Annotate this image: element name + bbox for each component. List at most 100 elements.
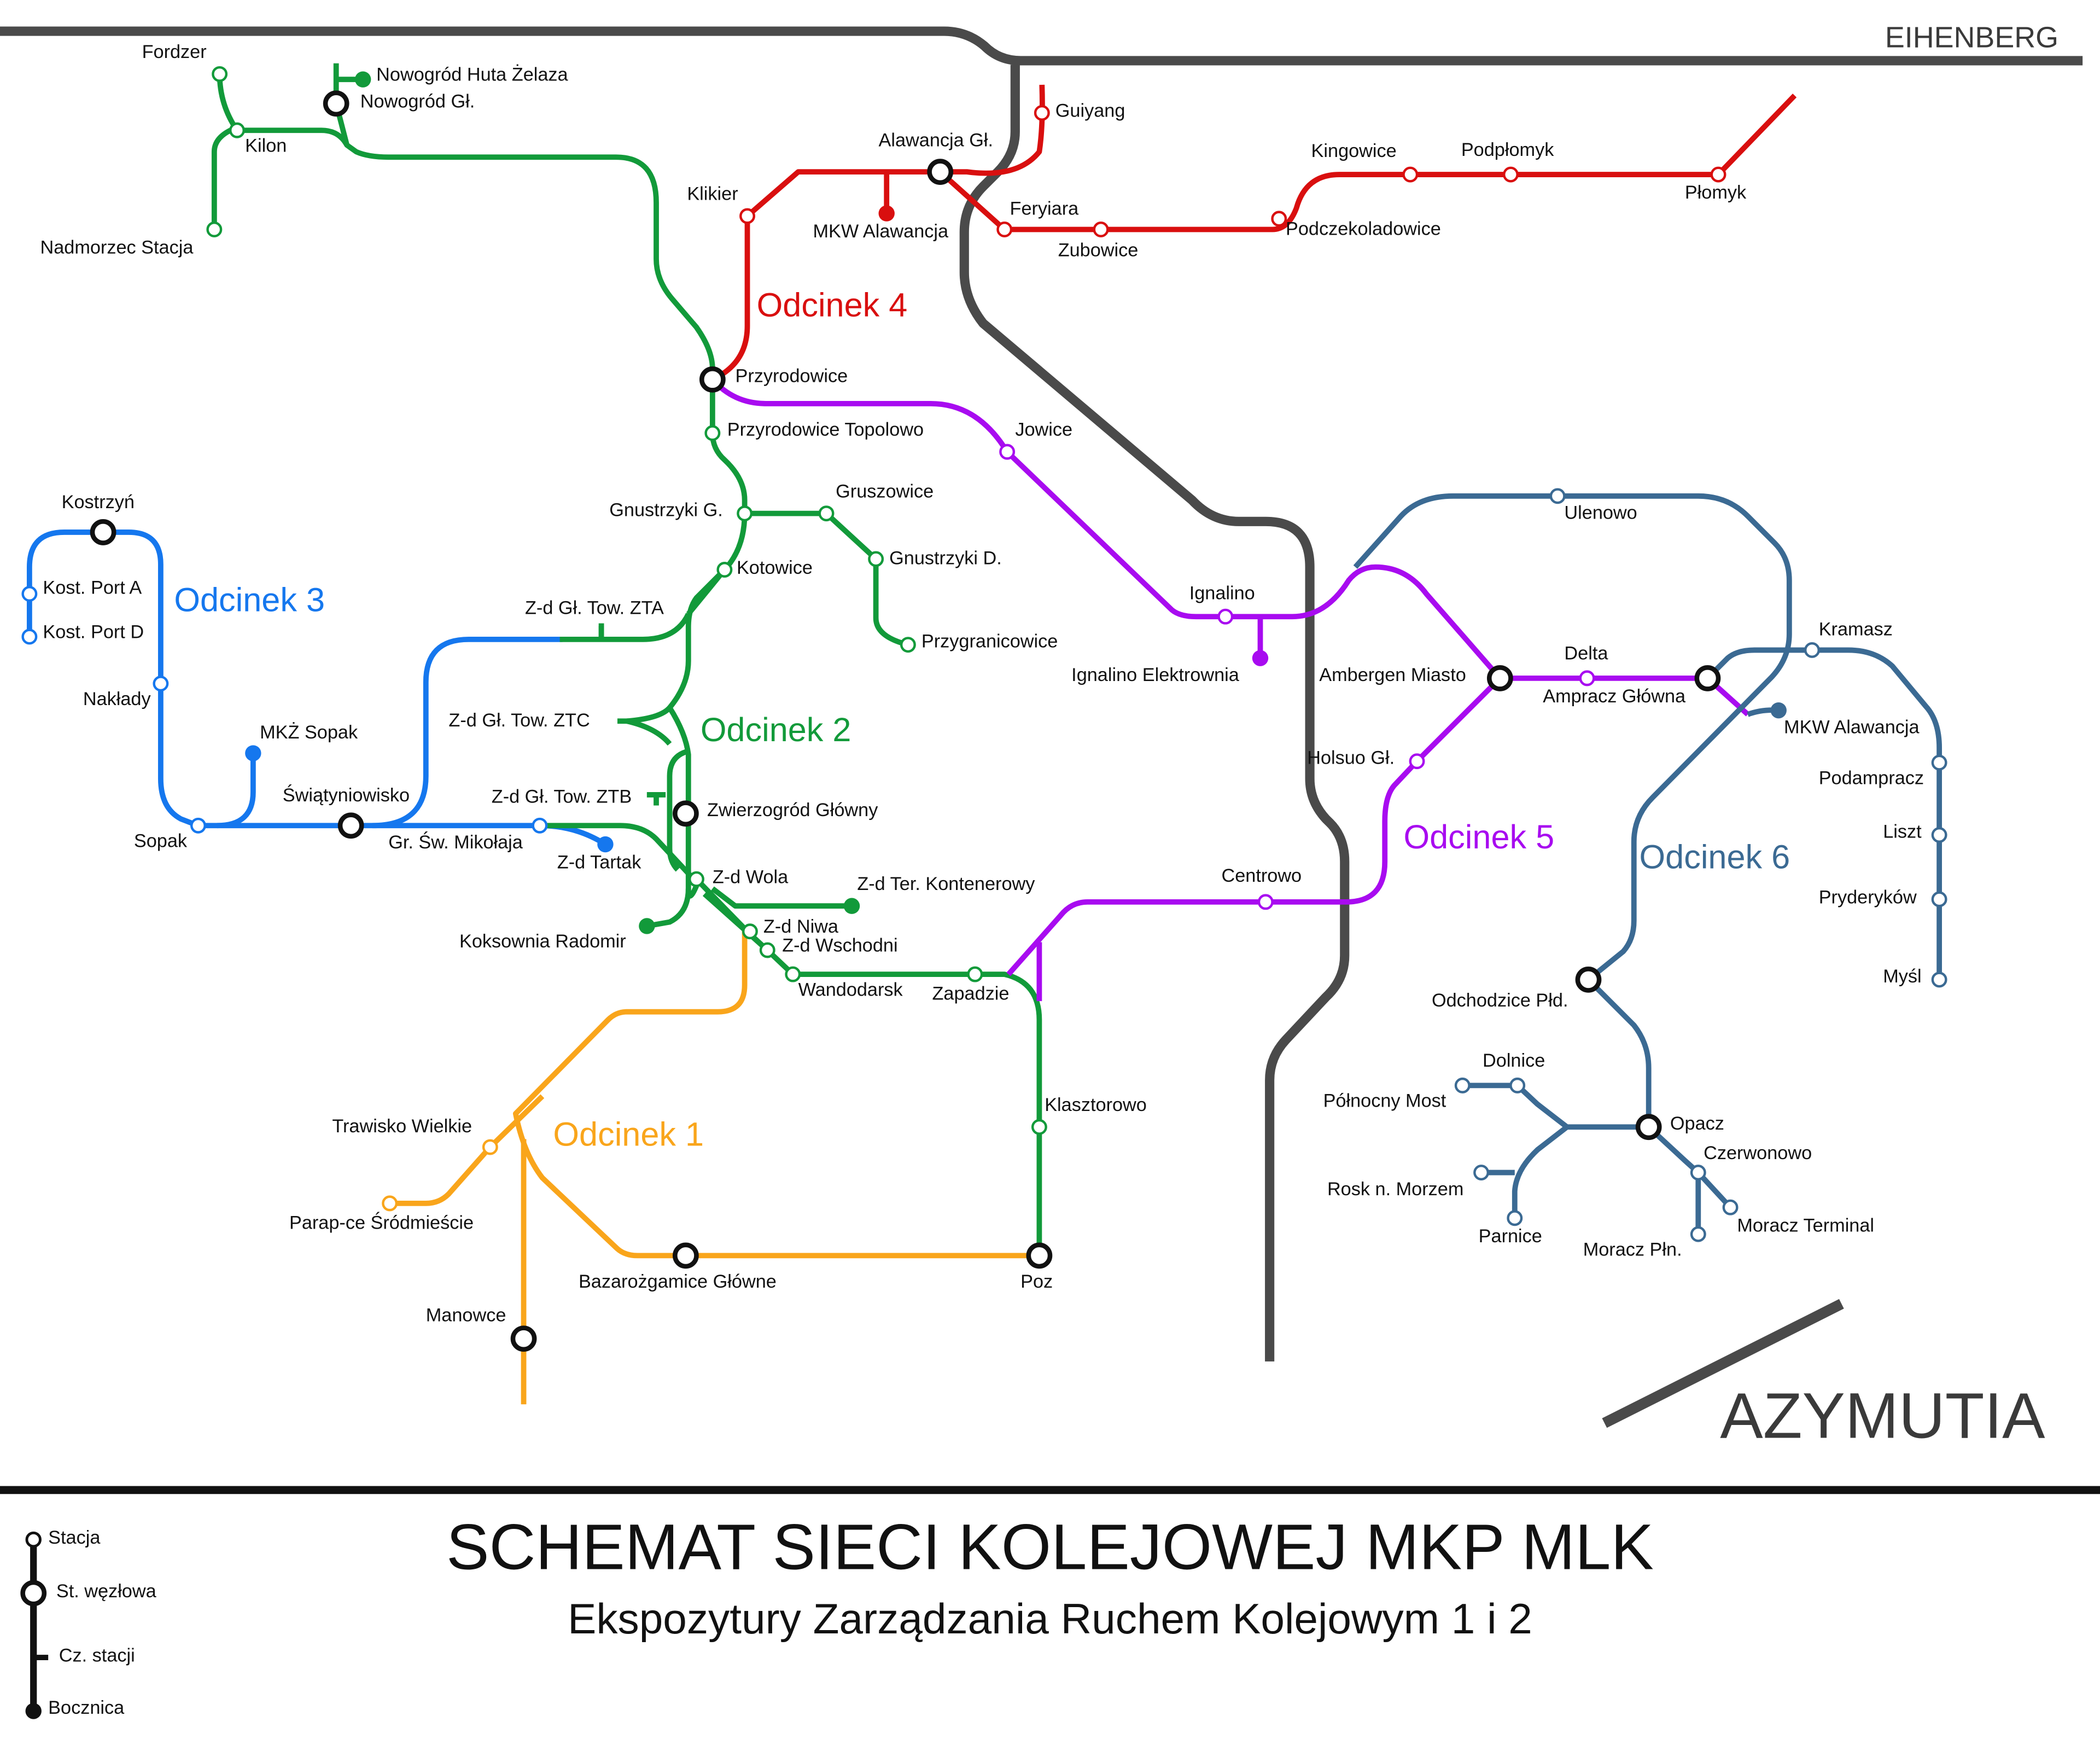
- station-marker-s1-parap-ce-srodmiescie: [382, 1195, 398, 1212]
- station-marker-s6-parnice: [1507, 1210, 1523, 1226]
- station-label-s5-delta: Delta: [1564, 643, 1608, 664]
- station-label-s4-klikier: Klikier: [687, 184, 738, 205]
- legend: Stacja St. węzłowa Cz. stacji Bocznica: [20, 1527, 157, 1719]
- station-label-s3-kost-port-a: Kost. Port A: [43, 578, 142, 598]
- station-marker-s2-gnustrzyki-g: [737, 505, 753, 522]
- external-eihenberg-label: EIHENBERG: [1885, 21, 2058, 54]
- station-label-s1-parap-ce-srodmiescie: Parap-ce Śródmieście: [289, 1211, 474, 1233]
- station-marker-s6-odchodzice-pld: [1575, 967, 1602, 993]
- station-marker-s2-nowogrod-gl: [323, 90, 349, 117]
- external-mainline: [0, 26, 2083, 1428]
- section-1-label: Odcinek 1: [553, 1116, 704, 1153]
- station-label-s4-feryiara: Feryiara: [1010, 199, 1080, 219]
- station-label-s4-podplomyk: Podpłomyk: [1461, 139, 1554, 160]
- station-label-s2-nadmorzec-stacja: Nadmorzec Stacja: [40, 237, 194, 258]
- station-label-s2-gnustrzyki-d: Gnustrzyki D.: [889, 548, 1002, 569]
- legend-platform-label: Cz. stacji: [59, 1645, 135, 1666]
- station-marker-s2-przyrodowice: [699, 366, 726, 393]
- station-marker-s2-zwierzogrod-glowny: [673, 800, 699, 827]
- station-label-s6-parnice: Parnice: [1479, 1226, 1542, 1247]
- station-marker-s2-z-d-wola: [689, 871, 704, 887]
- station-marker-s4-kingowice: [1402, 166, 1419, 183]
- station-marker-s1-trawisko-wielkie: [482, 1139, 498, 1155]
- station-label-s6-mkw-alawancja: MKW Alawancja: [1784, 717, 1920, 737]
- station-label-s6-odchodzice-pld: Odchodzice Płd.: [1432, 990, 1568, 1011]
- station-label-s2-kilon: Kilon: [245, 135, 287, 156]
- section-4-label: Odcinek 4: [757, 287, 908, 324]
- station-marker-s4-klikier: [739, 208, 755, 224]
- station-marker-s5-centrowo: [1257, 894, 1274, 910]
- station-marker-s6-pryderykow: [1931, 891, 1947, 907]
- station-marker-s6-moracz-pln: [1690, 1226, 1706, 1242]
- station-marker-s2-kilon: [229, 122, 245, 138]
- station-label-s6-opacz: Opacz: [1670, 1113, 1724, 1134]
- section-1-lines: [389, 928, 1040, 1405]
- station-label-s2-nowogrod-gl: Nowogród Gł.: [360, 91, 475, 112]
- station-label-s6-dolnice: Dolnice: [1483, 1050, 1545, 1071]
- station-marker-s4-plomyk: [1710, 166, 1726, 183]
- station-label-s4-mkw-alawancja: MKW Alawancja: [813, 221, 949, 242]
- station-marker-s6-liszt: [1931, 827, 1947, 843]
- station-marker-s3-kost-port-a: [21, 586, 38, 602]
- station-marker-s6-opacz: [1635, 1114, 1662, 1141]
- section-6-label: Odcinek 6: [1640, 839, 1790, 876]
- station-label-s2-przygranicowice: Przygranicowice: [921, 631, 1058, 652]
- legend-siding-label: Bocznica: [48, 1697, 125, 1718]
- station-marker-s2-gnustrzyki-d: [868, 551, 884, 567]
- station-label-s3-mkz-sopak: MKŻ Sopak: [260, 722, 358, 743]
- legend-junction-label: St. węzłowa: [56, 1581, 157, 1602]
- station-label-s1-manowce: Manowce: [426, 1305, 506, 1325]
- station-marker-s2-przyrodowice-topolowo: [704, 425, 721, 441]
- station-label-s6-podampracz: Podampracz: [1819, 767, 1924, 788]
- station-label-s5-ambergen-miasto: Ambergen Miasto: [1319, 665, 1466, 685]
- map-title: SCHEMAT SIECI KOLEJOWEJ MKP MLK: [446, 1511, 1654, 1583]
- station-marker-s1-poz: [1026, 1242, 1053, 1269]
- station-label-s3-gr-sw-mikolaja: Gr. Św. Mikołaja: [388, 831, 523, 853]
- station-marker-s3-mkz-sopak: [245, 745, 261, 761]
- station-marker-s2-koksownia-radomir: [639, 918, 655, 934]
- station-marker-s6-kramasz: [1804, 642, 1820, 658]
- station-label-s5-ignalino-elektrownia: Ignalino Elektrownia: [1071, 665, 1240, 685]
- station-marker-s6-ulenowo: [1549, 488, 1566, 504]
- station-marker-s5-holsuo-gl: [1409, 753, 1425, 770]
- station-label-s2-z-d-gl-tow-ztc: Z-d Gł. Tow. ZTC: [448, 710, 590, 731]
- station-marker-s4-feryiara: [996, 222, 1013, 237]
- station-marker-s3-swiatyniowisko: [337, 812, 364, 839]
- station-label-s6-rosk-n-morzem: Rosk n. Morzem: [1327, 1179, 1463, 1200]
- station-marker-s5-ampracz-glowna: [1694, 665, 1721, 691]
- station-label-s3-kostrzyn: Kostrzyń: [62, 492, 135, 513]
- station-label-s6-liszt: Liszt: [1883, 821, 1922, 842]
- section-2-lines: [211, 63, 1042, 1256]
- station-marker-s6-polnocny-most: [1454, 1077, 1471, 1093]
- map-subtitle: Ekspozytury Zarządzania Ruchem Kolejowym…: [568, 1595, 1532, 1643]
- station-label-s5-ignalino: Ignalino: [1189, 583, 1255, 603]
- station-marker-s3-kost-port-d: [21, 629, 38, 645]
- station-marker-s5-ignalino-elektrownia: [1252, 650, 1269, 666]
- station-marker-s4-podplomyk: [1503, 166, 1519, 183]
- station-label-s3-swiatyniowisko: Świątyniowisko: [283, 784, 410, 806]
- station-label-s4-kingowice: Kingowice: [1311, 141, 1397, 161]
- station-marker-s6-czerwonowo: [1690, 1165, 1706, 1180]
- station-label-s1-poz: Poz: [1020, 1271, 1053, 1292]
- station-marker-s5-ignalino: [1217, 608, 1234, 625]
- station-marker-s4-zubowice: [1093, 222, 1109, 237]
- station-marker-s5-delta: [1579, 670, 1595, 686]
- station-marker-s2-z-d-ter-kontenerowy: [843, 898, 860, 914]
- station-label-s6-mysl: Myśl: [1883, 966, 1921, 987]
- station-label-s5-ampracz-glowna: Ampracz Główna: [1543, 686, 1686, 707]
- station-label-s2-z-d-ter-kontenerowy: Z-d Ter. Kontenerowy: [857, 874, 1035, 894]
- station-label-s2-gnustrzyki-g: Gnustrzyki G.: [609, 500, 723, 521]
- station-label-s5-centrowo: Centrowo: [1221, 865, 1302, 886]
- station-marker-s6-dolnice: [1509, 1077, 1526, 1093]
- station-label-s2-przyrodowice-topolowo: Przyrodowice Topolowo: [727, 420, 924, 440]
- station-label-s2-z-d-gl-tow-ztb: Z-d Gł. Tow. ZTB: [492, 787, 632, 807]
- station-label-s2-przyrodowice: Przyrodowice: [735, 366, 848, 387]
- station-label-s3-naklady: Nakłady: [83, 689, 151, 709]
- station-label-s6-moracz-terminal: Moracz Terminal: [1737, 1215, 1874, 1236]
- section-3-label: Odcinek 3: [174, 581, 325, 618]
- station-label-s4-podczekoladowice: Podczekoladowice: [1286, 218, 1441, 239]
- station-marker-s6-podampracz: [1931, 754, 1947, 771]
- station-marker-s6-mysl: [1931, 971, 1947, 988]
